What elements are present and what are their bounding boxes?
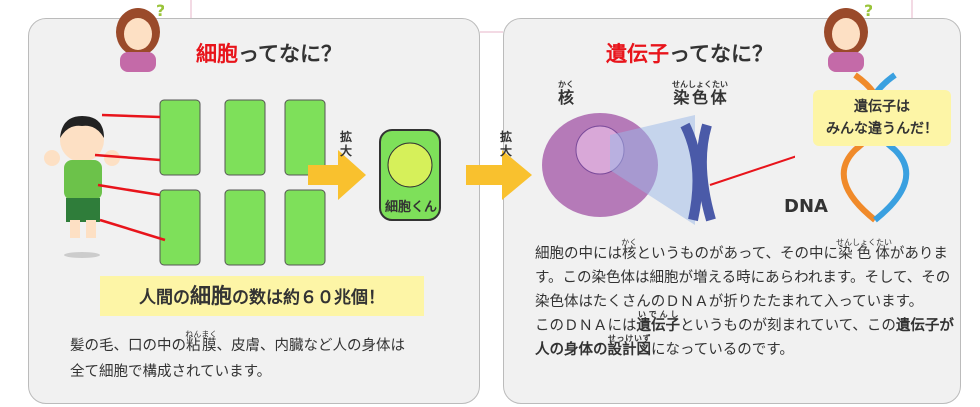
gene-title: 遺伝子ってなに？ bbox=[606, 38, 773, 68]
nucleus-label: 核かく bbox=[558, 80, 574, 108]
ruby-word: 遺伝子 bbox=[636, 318, 681, 334]
text: 髪の毛、口の中の bbox=[70, 338, 186, 354]
ruby-reading: いでんし bbox=[636, 310, 680, 319]
girl-thinking-icon: ? bbox=[116, 2, 164, 72]
text: 、皮膚、内臓など人の身体は bbox=[216, 338, 406, 354]
title-rest: ってなに？ bbox=[238, 42, 342, 66]
chromosome-text: 染色体 bbox=[672, 88, 728, 107]
bold-text: 遺伝子が人の身体の bbox=[535, 318, 954, 358]
dna-label: DNA bbox=[784, 196, 828, 217]
ruby-reading: ねんまく bbox=[185, 330, 218, 339]
nucleus-chromosome-illustration bbox=[542, 113, 795, 225]
ruby-reading: かく bbox=[621, 238, 638, 247]
title-rest: ってなに？ bbox=[669, 42, 773, 66]
text: このＤＮＡには bbox=[535, 318, 637, 334]
zoom-arrow-icon bbox=[466, 150, 532, 200]
title-highlight: 細胞 bbox=[196, 42, 238, 66]
ruby-word: 粘膜 bbox=[185, 338, 218, 354]
text: 全て細胞で構成されています。 bbox=[70, 364, 272, 380]
text: というものがあって、その中に bbox=[636, 246, 839, 262]
zoom-label: 拡大 bbox=[500, 130, 513, 158]
chromosome-label: 染色体せんしょくたい bbox=[672, 80, 728, 108]
banner-post: の数は約６０兆個！ bbox=[232, 288, 385, 308]
zoom-label: 拡大 bbox=[340, 130, 353, 158]
nucleus-reading: かく bbox=[558, 80, 575, 89]
speech-bubble: 遺伝子はみんな違うんだ！ bbox=[813, 90, 951, 146]
title-highlight: 遺伝子 bbox=[606, 42, 669, 66]
banner-pre: 人間の bbox=[139, 288, 190, 308]
ruby-word: 染色体 bbox=[835, 246, 892, 262]
cell-character-label: 細胞くん bbox=[385, 200, 438, 215]
ruby-word: 設計図 bbox=[607, 342, 652, 358]
nucleus-text: 核 bbox=[558, 88, 575, 107]
cell-count-banner: 人間の細胞の数は約６０兆個！ bbox=[100, 276, 424, 316]
chromosome-reading: せんしょくたい bbox=[672, 80, 728, 89]
zoom-arrow-icon bbox=[308, 150, 366, 200]
text: があります。この染色体は細胞が増える時にあらわれます。そして、その染色体はたくさ… bbox=[535, 246, 951, 310]
cell-title: 細胞ってなに？ bbox=[196, 38, 342, 68]
cell-grid-illustration bbox=[94, 99, 326, 266]
text: というものが刻まれていて、この bbox=[680, 318, 896, 334]
text: 細胞の中には bbox=[535, 246, 622, 262]
boy-illustration bbox=[44, 116, 120, 258]
gene-description: 細胞の中には核かくというものがあって、その中に染色体せんしょくたいがあります。こ… bbox=[535, 238, 955, 362]
ruby-reading: せっけいず bbox=[607, 334, 652, 343]
girl-thinking-icon: ? bbox=[824, 2, 872, 72]
svg-text:?: ? bbox=[864, 2, 872, 20]
text: になっているのです。 bbox=[651, 342, 794, 358]
cell-character-illustration bbox=[379, 129, 441, 221]
ruby-word: 核 bbox=[621, 246, 638, 262]
bubble-line: 遺伝子は bbox=[854, 99, 910, 115]
banner-bold: 細胞 bbox=[190, 284, 232, 308]
ruby-reading: せんしょくたい bbox=[835, 238, 892, 247]
cell-description: 髪の毛、口の中の粘膜ねんまく、皮膚、内臓など人の身体は 全て細胞で構成されていま… bbox=[70, 330, 470, 385]
svg-text:?: ? bbox=[156, 2, 164, 20]
bubble-line: みんな違うんだ！ bbox=[826, 121, 938, 137]
